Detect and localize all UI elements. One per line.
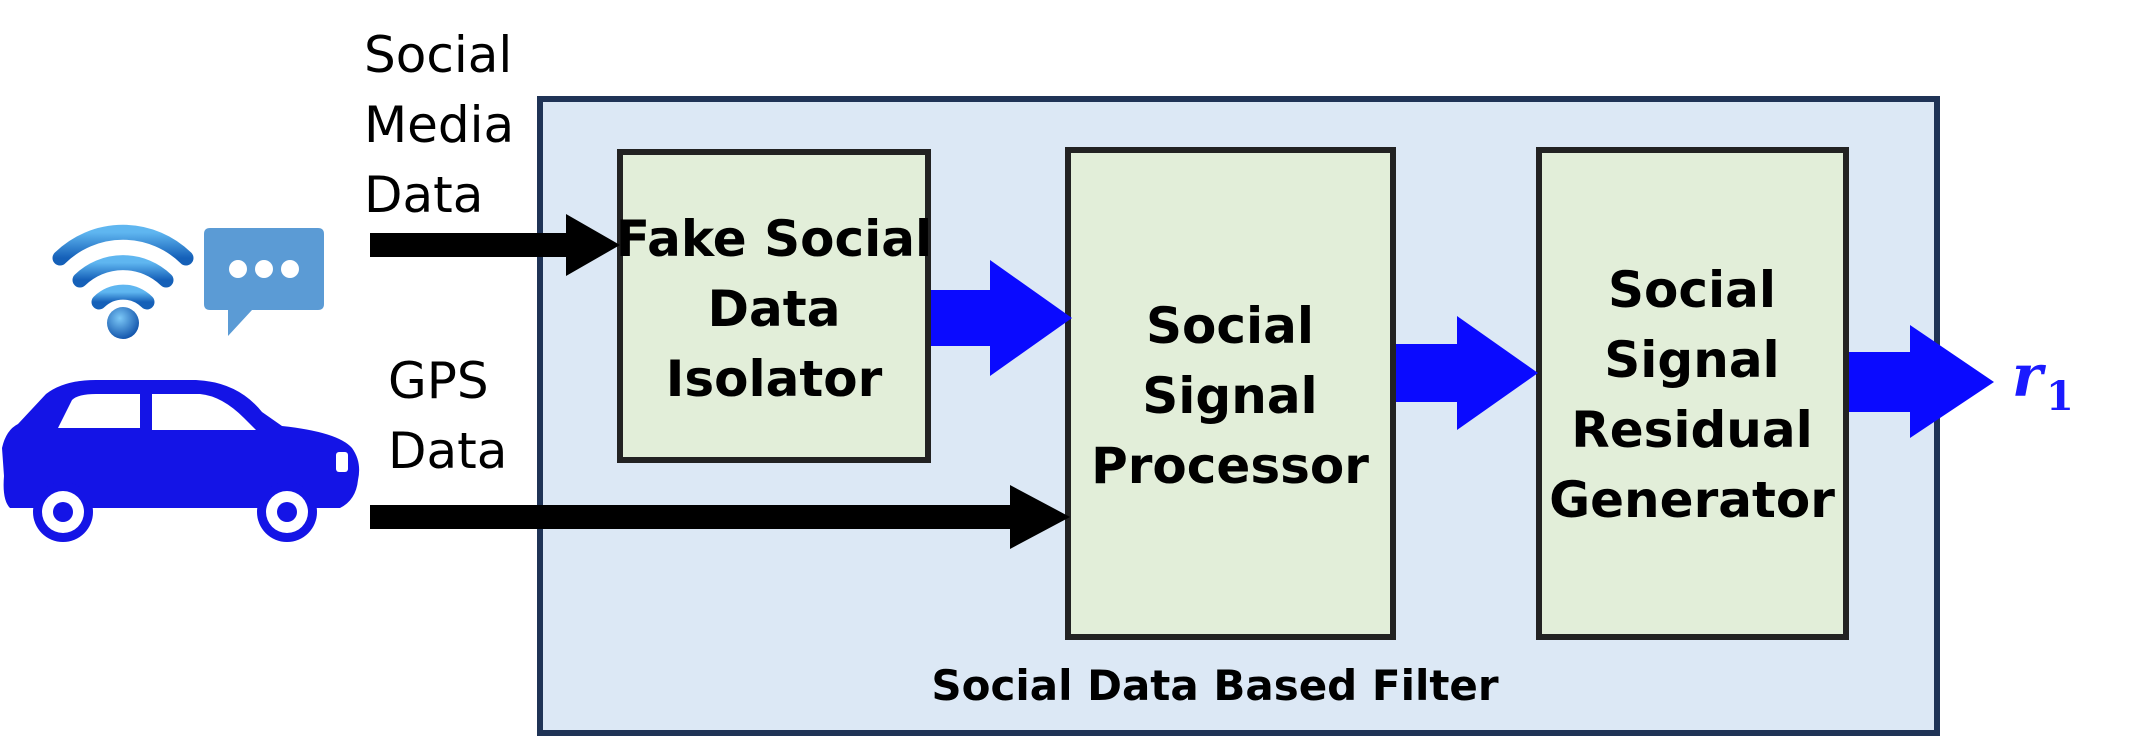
processor-block: Social Signal Processor bbox=[1065, 147, 1396, 640]
arrow-residual-to-output bbox=[1849, 325, 1994, 438]
output-subscript: 1 bbox=[2046, 373, 2074, 420]
isolator-line-3: Isolator bbox=[666, 350, 883, 408]
processor-line-3: Processor bbox=[1091, 437, 1369, 495]
residual-line-4: Generator bbox=[1549, 471, 1835, 529]
isolator-line-2: Data bbox=[708, 280, 841, 338]
social-media-line-2: Media bbox=[364, 96, 514, 154]
residual-block: Social Signal Residual Generator bbox=[1536, 147, 1849, 640]
arrow-social-media-input bbox=[370, 214, 620, 276]
chat-bubble-icon bbox=[204, 228, 324, 336]
residual-line-1: Social bbox=[1608, 261, 1776, 319]
social-media-line-3: Data bbox=[364, 166, 483, 224]
social-media-line-1: Social bbox=[364, 26, 512, 84]
processor-line-2: Signal bbox=[1142, 367, 1317, 425]
gps-line-1: GPS bbox=[388, 352, 489, 410]
arrow-processor-to-residual bbox=[1396, 316, 1538, 430]
isolator-block: Fake Social Data Isolator bbox=[616, 149, 932, 463]
residual-line-2: Signal bbox=[1604, 331, 1779, 389]
output-symbol: r bbox=[2012, 342, 2047, 410]
processor-line-1: Social bbox=[1146, 297, 1314, 355]
isolator-line-1: Fake Social bbox=[616, 210, 932, 268]
gps-label: GPS Data bbox=[388, 352, 507, 480]
output-label: r 1 bbox=[2012, 342, 2074, 420]
filter-label: Social Data Based Filter bbox=[931, 661, 1499, 710]
car-icon bbox=[2, 380, 360, 542]
arrow-isolator-to-processor bbox=[931, 260, 1072, 376]
wifi-icon bbox=[52, 224, 194, 339]
gps-line-2: Data bbox=[388, 422, 507, 480]
residual-line-3: Residual bbox=[1571, 401, 1813, 459]
arrow-gps-input bbox=[370, 485, 1070, 549]
social-media-label: Social Media Data bbox=[364, 26, 514, 224]
